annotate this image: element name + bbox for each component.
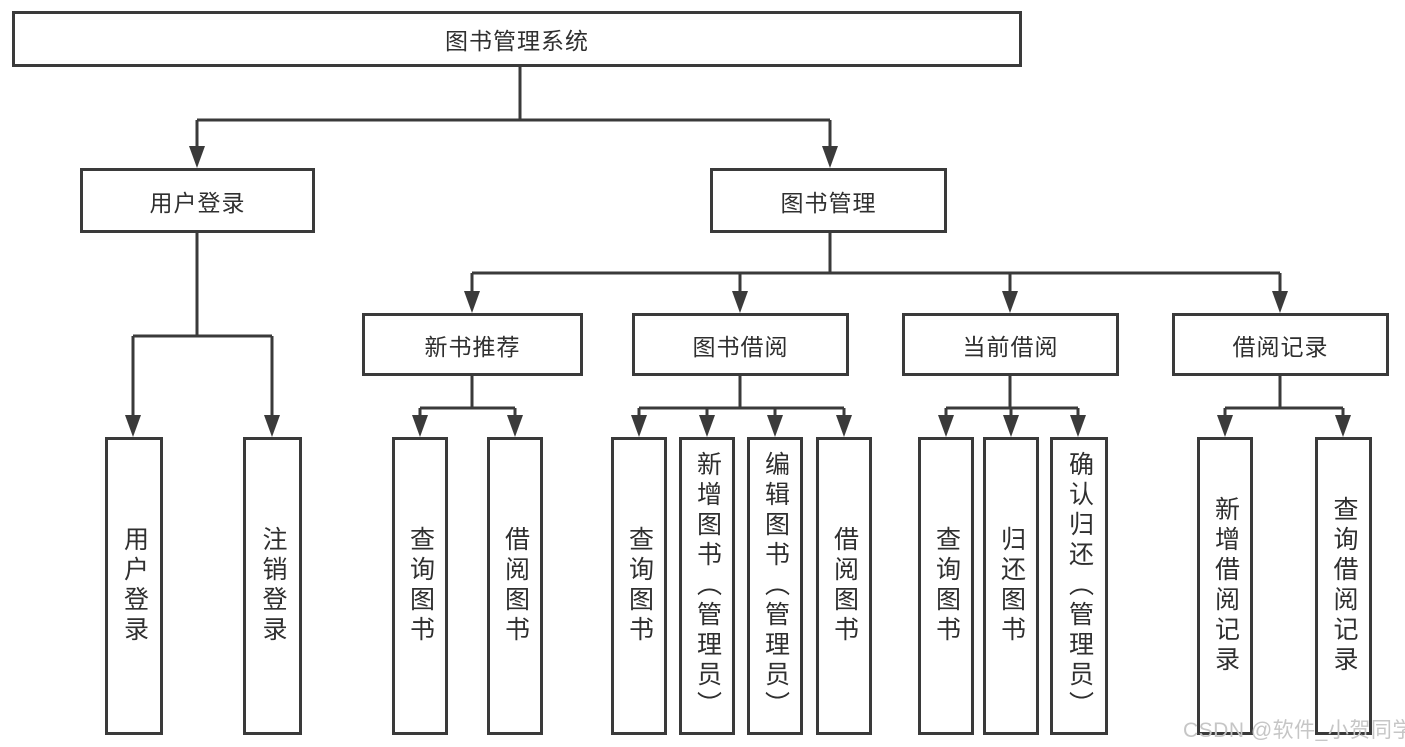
- leaf-add-borrow-record: 新增借阅记录: [1197, 437, 1253, 735]
- node-current-borrowing: 当前借阅: [902, 313, 1119, 376]
- node-borrowing-records: 借阅记录: [1172, 313, 1389, 376]
- leaf-current-query-books: 查询图书: [918, 437, 974, 735]
- leaf-logout: 注销登录: [243, 437, 302, 735]
- node-book-borrowing: 图书借阅: [632, 313, 849, 376]
- node-user-login-group: 用户登录: [80, 168, 315, 233]
- node-library-management-system: 图书管理系统: [12, 11, 1022, 67]
- leaf-recommend-query-books: 查询图书: [392, 437, 448, 735]
- node-book-management-group: 图书管理: [710, 168, 947, 233]
- node-new-book-recommendation: 新书推荐: [362, 313, 583, 376]
- leaf-user-login: 用户登录: [105, 437, 163, 735]
- leaf-recommend-borrow-books: 借阅图书: [487, 437, 543, 735]
- leaf-borrowing-borrow-books: 借阅图书: [816, 437, 872, 735]
- leaf-return-books: 归还图书: [983, 437, 1039, 735]
- leaf-borrowing-query-books: 查询图书: [611, 437, 667, 735]
- leaf-query-borrow-record: 查询借阅记录: [1315, 437, 1372, 735]
- leaf-confirm-return-admin: 确认归还（管理员）: [1050, 437, 1108, 735]
- csdn-watermark: CSDN @软件_小贺同学: [1183, 719, 1405, 742]
- leaf-add-books-admin: 新增图书（管理员）: [679, 437, 735, 735]
- leaf-edit-books-admin: 编辑图书（管理员）: [747, 437, 803, 735]
